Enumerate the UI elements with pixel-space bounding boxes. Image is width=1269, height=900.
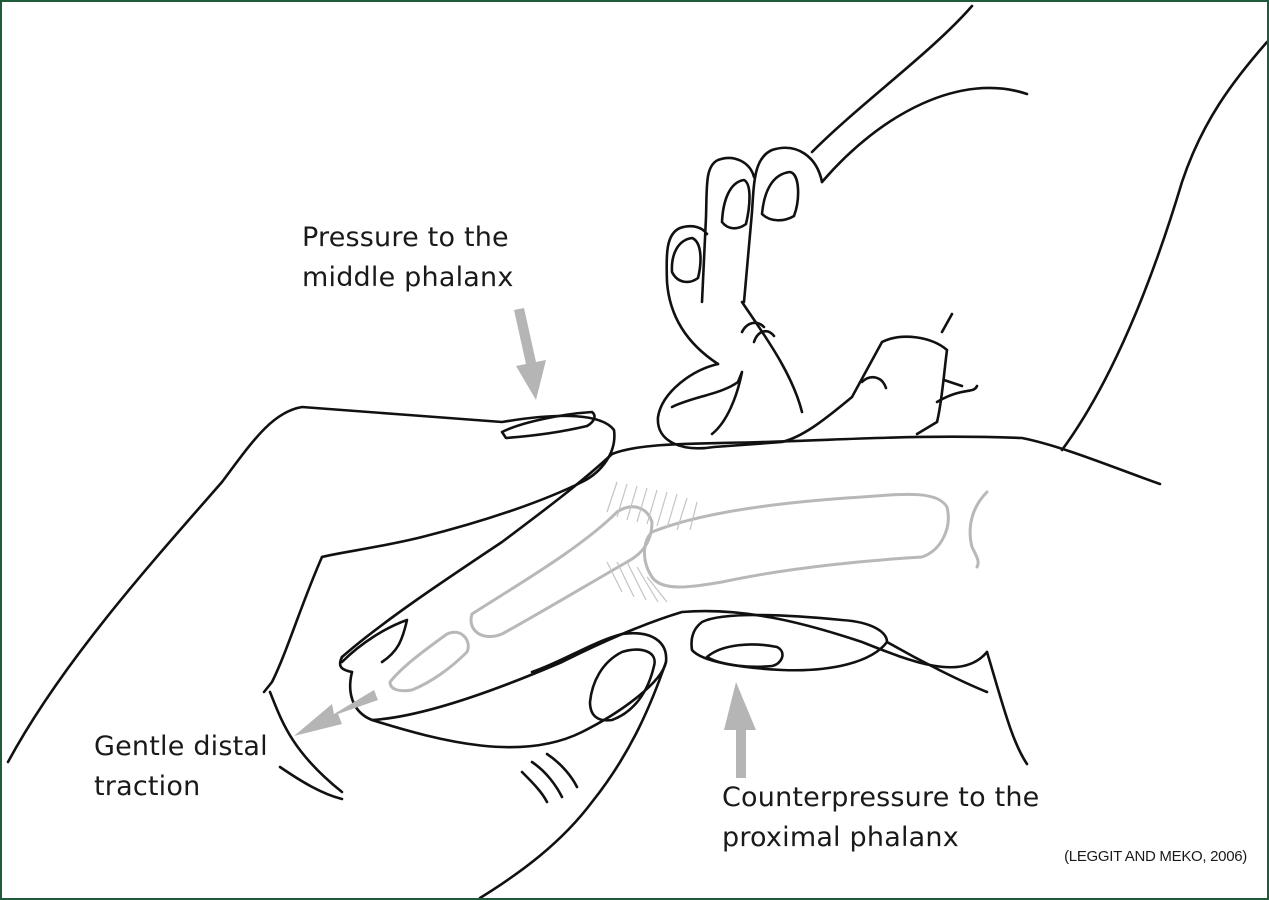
patient-finger-nail (340, 618, 409, 664)
left-hand-wrinkles (520, 752, 579, 804)
counter-thumb-nail (705, 643, 784, 669)
upper-hand-wrinkle (940, 312, 964, 388)
left-hand-thumb (370, 631, 668, 749)
left-hand-palm-lower (278, 765, 344, 801)
upper-hand-crease-1 (740, 321, 766, 334)
counter-hand-lower (885, 640, 989, 694)
patient-finger-top (610, 435, 1162, 486)
left-hand-thumb-nail (588, 648, 656, 722)
traction-label-line2: traction (94, 771, 201, 802)
counterpressure-label-line1: Counterpressure to the (722, 782, 1040, 813)
upper-hand-finger-2 (700, 156, 756, 304)
upper-hand-palm-curve (740, 300, 804, 414)
upper-hand-thumb (656, 335, 949, 450)
left-hand-thumb-lower (478, 660, 668, 898)
upper-hand-nail-1 (760, 170, 800, 222)
upper-hand-outline (810, 4, 974, 154)
left-hand-index-top (6, 405, 616, 764)
middle-phalanx-bone (469, 505, 654, 638)
upper-hand-nail-2 (720, 178, 751, 230)
left-hand-palm (268, 690, 344, 794)
patient-finger-bottom (348, 609, 989, 722)
left-hand-knuckle (262, 555, 324, 694)
upper-hand-nail-3 (670, 236, 702, 284)
joint-hatching (606, 481, 698, 603)
counterpressure-arrow (724, 682, 756, 778)
counter-thumb (690, 613, 889, 672)
upper-hand-forearm-edge (1060, 40, 1267, 452)
upper-hand-crease-2 (752, 329, 776, 344)
proximal-phalanx-bone (643, 492, 950, 589)
upper-hand-finger-3 (665, 224, 720, 366)
pressure-label: Pressure to the middle phalanx (302, 218, 514, 298)
pressure-arrow (514, 308, 546, 400)
distal-phalanx-bone (388, 630, 470, 693)
counterpressure-label-line2: proximal phalanx (722, 822, 959, 853)
patient-finger-tip (338, 655, 354, 674)
source-credit: (LEGGIT AND MEKO, 2006) (1064, 848, 1247, 865)
left-hand-index-nail (500, 410, 596, 440)
upper-hand-finger-1 (742, 146, 824, 304)
metacarpal-head-bone (968, 490, 989, 569)
counterpressure-label: Counterpressure to the proximal phalanx (722, 778, 1040, 858)
pressure-label-line2: middle phalanx (302, 262, 514, 293)
patient-finger-tip-top (340, 452, 614, 659)
traction-label: Gentle distal traction (94, 727, 268, 807)
patient-finger-underside (985, 650, 1029, 766)
upper-hand-palm-top (820, 86, 1029, 184)
upper-hand-thumb-tip (670, 370, 744, 436)
traction-arrow (294, 690, 378, 736)
pressure-label-line1: Pressure to the (302, 222, 509, 253)
traction-label-line1: Gentle distal (94, 731, 268, 762)
upper-hand-cuff (935, 384, 979, 404)
upper-hand-crease-3 (860, 375, 888, 390)
